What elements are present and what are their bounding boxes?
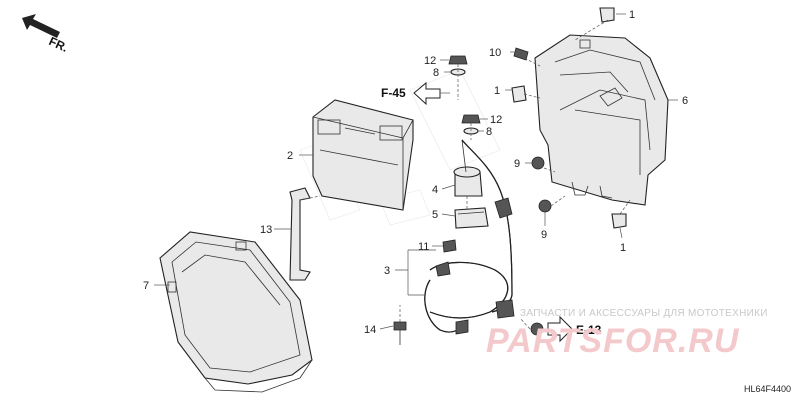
part-1-clip-low	[611, 213, 627, 229]
part-14-bolt	[393, 321, 407, 345]
watermark-logo: PARTSFOR.RU	[486, 322, 740, 360]
part-12-nut-upper	[448, 55, 468, 65]
callout-6: 6	[682, 95, 688, 107]
part-12-nut-lower	[461, 114, 481, 124]
diagram-code: HL64F4400	[744, 384, 791, 394]
leader-lines	[154, 13, 678, 330]
part-5-relay-holder	[454, 207, 489, 229]
part-6-battery-box	[534, 34, 669, 206]
front-arrow-icon	[22, 14, 60, 38]
callout-8-lower: 8	[486, 126, 492, 138]
callout-3: 3	[384, 265, 390, 277]
callout-labels: 1 10 1 6 12 8 12 8 2 4 5 9 9 1 11 3 13 7…	[143, 9, 688, 336]
callout-1-top: 1	[629, 9, 635, 21]
part-7-battery-cover	[159, 231, 313, 393]
callout-12-lower: 12	[490, 114, 502, 126]
reference-arrow-right-icon	[547, 315, 573, 343]
part-4-starter-relay	[453, 139, 483, 197]
callout-1-mid: 1	[494, 85, 500, 97]
part-10-bolt	[513, 47, 529, 61]
reference-f45: F-45	[381, 81, 450, 106]
callout-5: 5	[432, 209, 438, 221]
part-13-battery-strap	[289, 187, 311, 281]
part-2-battery	[312, 99, 414, 211]
part-1-clip-top	[599, 7, 615, 23]
callout-4: 4	[432, 184, 438, 196]
callout-9-upper: 9	[514, 158, 520, 170]
reference-e13-label: E-13	[576, 323, 602, 337]
callout-7: 7	[143, 280, 149, 292]
callout-2: 2	[287, 150, 293, 162]
part-1-clip-mid	[511, 85, 527, 103]
callout-13: 13	[260, 224, 272, 236]
callout-12-upper: 12	[424, 55, 436, 67]
callout-11: 11	[418, 241, 429, 253]
reference-f45-label: F-45	[381, 86, 406, 100]
callout-14: 14	[364, 324, 376, 336]
part-11-clip	[442, 239, 457, 253]
callout-1-low: 1	[620, 242, 626, 254]
reference-e13: E-13	[530, 315, 602, 343]
front-direction-indicator: FR.	[22, 14, 70, 55]
dashed-guides	[299, 19, 631, 330]
direction-label: FR.	[47, 34, 70, 55]
callout-9-lower: 9	[541, 229, 547, 241]
part-9-bolt-upper	[531, 156, 545, 170]
callout-10: 10	[489, 47, 501, 59]
callout-8-upper: 8	[433, 67, 439, 79]
part-9-bolt-lower	[538, 199, 552, 213]
partsfor-watermark: ЗАПЧАСТИ И АКСЕССУАРЫ ДЛЯ МОТОТЕХНИКИ PA…	[486, 308, 768, 360]
watermark-tagline: ЗАПЧАСТИ И АКСЕССУАРЫ ДЛЯ МОТОТЕХНИКИ	[520, 308, 768, 319]
reference-arrow-left-icon	[413, 81, 441, 106]
